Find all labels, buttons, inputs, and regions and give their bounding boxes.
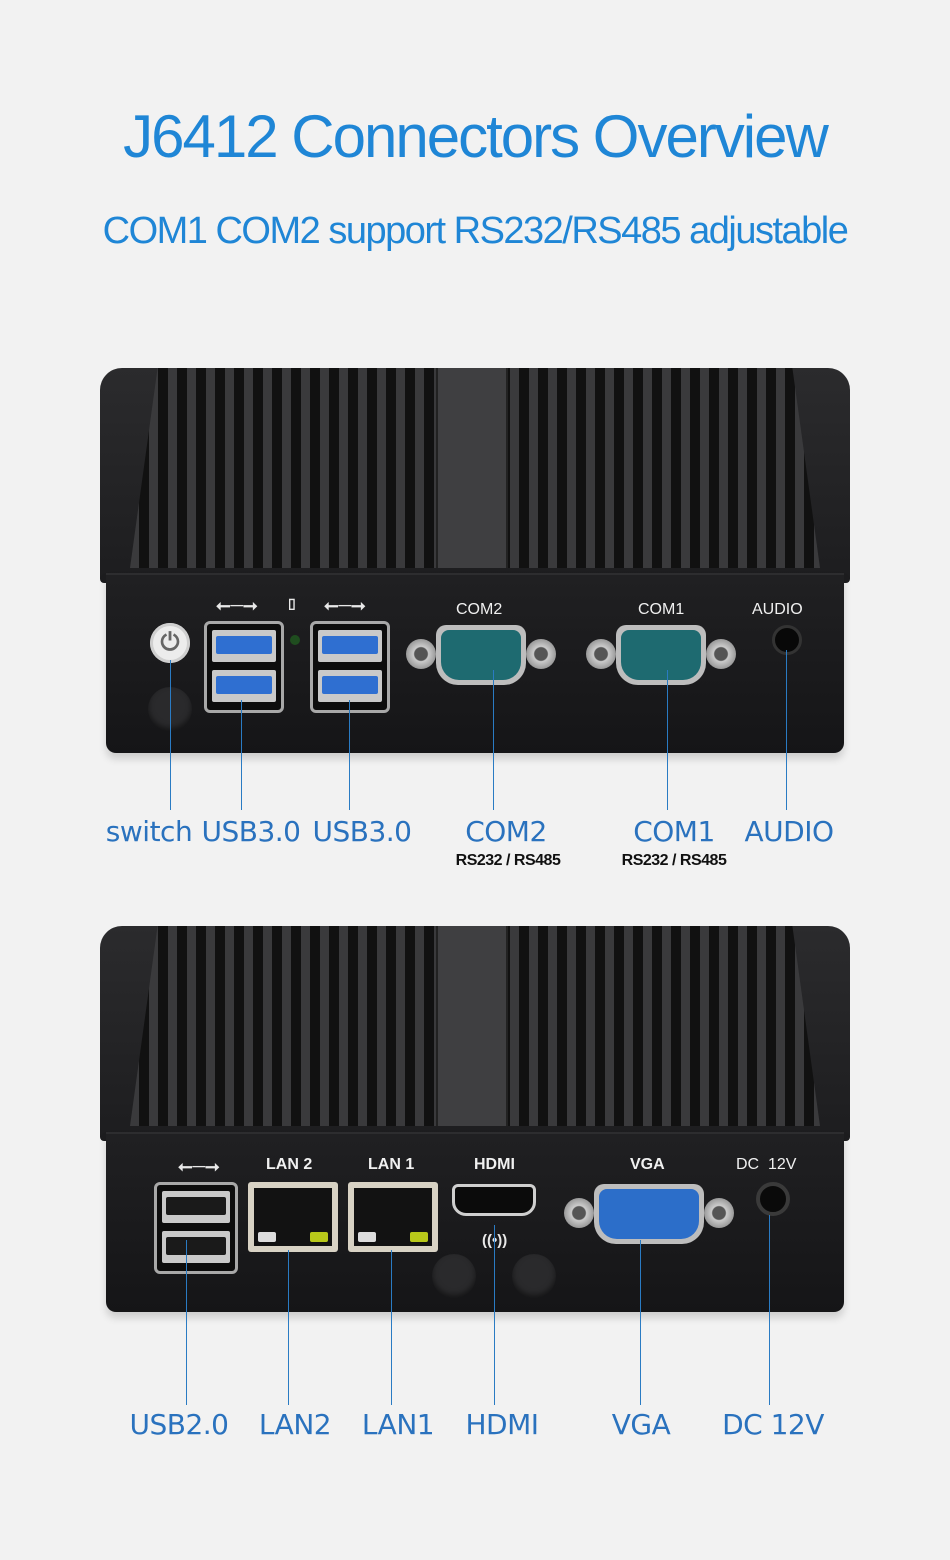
- leader-lan2: [288, 1250, 289, 1405]
- callout-usb2: USB2.0: [129, 1408, 229, 1441]
- leader-usb2: [186, 1240, 187, 1405]
- lan1-panel-label: LAN 1: [368, 1156, 415, 1173]
- page-subtitle: COM1 COM2 support RS232/RS485 adjustable: [102, 210, 849, 252]
- page-title: J6412 Connectors Overview: [123, 103, 829, 170]
- com1-panel-label: COM1: [638, 601, 685, 618]
- callout-com2: COM2: [465, 815, 547, 848]
- leader-com2: [493, 670, 494, 810]
- vga-panel-label: VGA: [630, 1156, 665, 1173]
- callout-lan1: LAN1: [361, 1408, 435, 1441]
- hdmi-port[interactable]: [452, 1184, 536, 1216]
- heatsink-top: [100, 926, 850, 1141]
- callout-usb3-1: USB3.0: [201, 815, 301, 848]
- hdd-icon: ▯: [288, 595, 296, 611]
- rear-panel: ⭠─⭢ LAN 2 LAN 1 HDMI ((•)) VGA DC 12V: [106, 1132, 844, 1312]
- callout-switch: switch: [105, 815, 193, 848]
- leader-usb3-1: [241, 700, 242, 810]
- callout-hdmi: HDMI: [465, 1408, 539, 1441]
- dc-panel-label: DC 12V: [736, 1156, 797, 1173]
- device-front-view: ⏻ ⭠─⭢ ▯ ⭠─⭢ COM2 COM1 AUDIO: [100, 368, 850, 758]
- heatsink-top: [100, 368, 850, 583]
- leader-audio: [786, 650, 787, 810]
- leader-dc: [769, 1215, 770, 1405]
- callout-audio: AUDIO: [744, 815, 834, 848]
- lan2-port[interactable]: [248, 1182, 338, 1252]
- usb3-port-group-2[interactable]: [310, 621, 390, 713]
- heatsink-center-bar: [436, 926, 508, 1126]
- usb2-port-group[interactable]: [154, 1182, 238, 1274]
- device-rear-view: ⭠─⭢ LAN 2 LAN 1 HDMI ((•)) VGA DC 12V: [100, 926, 850, 1318]
- com2-port[interactable]: [406, 625, 556, 685]
- front-panel: ⏻ ⭠─⭢ ▯ ⭠─⭢ COM2 COM1 AUDIO: [106, 573, 844, 753]
- com1-port[interactable]: [586, 625, 736, 685]
- power-icon[interactable]: ⏻: [150, 623, 190, 663]
- heatsink-center-bar: [436, 368, 508, 568]
- leader-hdmi: [494, 1225, 495, 1405]
- leader-vga: [640, 1240, 641, 1405]
- lan2-panel-label: LAN 2: [266, 1156, 313, 1173]
- audio-panel-label: AUDIO: [752, 601, 803, 618]
- usb-icon: ⭠─⭢: [324, 595, 366, 615]
- callout-com2-sub: RS232 / RS485: [455, 852, 561, 869]
- dc-power-jack[interactable]: [756, 1182, 790, 1216]
- usb-icon: ⭠─⭢: [178, 1156, 220, 1176]
- usb-icon: ⭠─⭢: [216, 595, 258, 615]
- com2-panel-label: COM2: [456, 601, 503, 618]
- leader-lan1: [391, 1250, 392, 1405]
- leader-switch: [170, 660, 171, 810]
- hdd-led: [290, 635, 300, 645]
- callout-lan2: LAN2: [258, 1408, 332, 1441]
- callout-usb3-2: USB3.0: [312, 815, 412, 848]
- audio-jack[interactable]: [772, 625, 802, 655]
- usb3-port-group-1[interactable]: [204, 621, 284, 713]
- callout-com1-sub: RS232 / RS485: [621, 852, 727, 869]
- antenna-cap-left: [432, 1254, 476, 1298]
- leader-com1: [667, 670, 668, 810]
- hdmi-panel-label: HDMI: [474, 1156, 515, 1173]
- callout-vga: VGA: [611, 1408, 671, 1441]
- antenna-cap-right: [512, 1254, 556, 1298]
- lan1-port[interactable]: [348, 1182, 438, 1252]
- vga-port[interactable]: [564, 1184, 734, 1244]
- callout-dc: DC 12V: [722, 1408, 824, 1441]
- callout-com1: COM1: [633, 815, 715, 848]
- leader-usb3-2: [349, 700, 350, 810]
